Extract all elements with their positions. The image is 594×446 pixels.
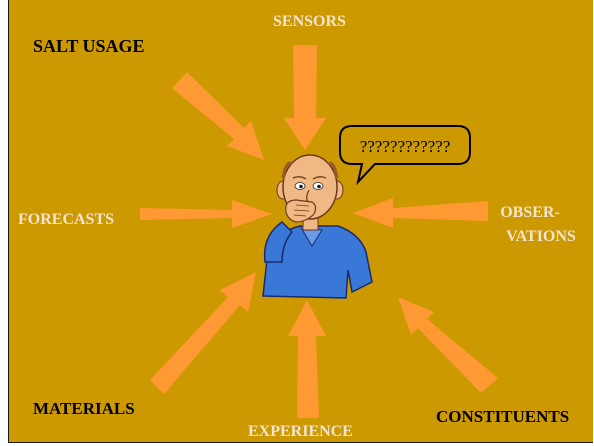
arrow-sensors <box>284 45 326 150</box>
thinking-man-icon <box>262 154 373 299</box>
arrows <box>140 45 498 418</box>
speech-bubble: ???????????? <box>339 125 471 186</box>
bubble-text: ???????????? <box>360 137 451 156</box>
label-salt-usage: SALT USAGE <box>33 36 145 56</box>
arrow-salt-usage <box>172 72 264 160</box>
label-materials: MATERIALS <box>33 399 135 418</box>
label-observations-line1: OBSER- <box>500 204 560 221</box>
arrow-forecasts <box>140 200 272 228</box>
arrow-constituents <box>398 297 498 393</box>
label-observations-line2: VATIONS <box>506 228 576 245</box>
arrow-materials <box>150 272 256 394</box>
label-experience: EXPERIENCE <box>248 423 353 440</box>
label-forecasts: FORECASTS <box>18 211 115 228</box>
label-constituents: CONSTITUENTS <box>436 407 570 426</box>
arrow-experience <box>288 300 326 418</box>
label-sensors: SENSORS <box>273 13 346 30</box>
arrow-observations <box>353 198 488 228</box>
